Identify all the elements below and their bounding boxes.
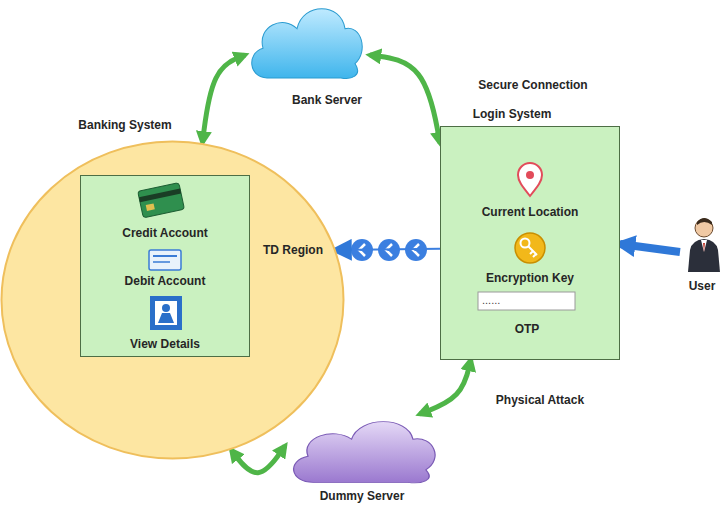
debit-card-icon	[149, 250, 181, 270]
otp-placeholder: ......	[482, 294, 500, 306]
connector-arrow	[620, 244, 680, 252]
region-ellipse: Credit AccountDebit AccountView Details T…	[0, 140, 345, 460]
node-text: Dummy Server	[320, 489, 405, 503]
node-text: OTP	[515, 322, 540, 336]
cloud-outline	[285, 414, 445, 486]
system-box: Login SystemCurrent LocationEncryption K…	[440, 106, 620, 360]
server-cloud: Bank Server	[245, 0, 370, 110]
edge-label: Physical Attack	[494, 393, 586, 407]
node-text: View Details	[130, 337, 200, 351]
node-text: Bank Server	[292, 93, 362, 107]
otp-input	[478, 292, 575, 310]
view-details-icon	[150, 296, 182, 330]
node-text: Encryption Key	[486, 271, 574, 285]
cloud-outline	[245, 0, 370, 82]
connector-arrow	[336, 249, 440, 250]
system-box: Credit AccountDebit AccountView Details	[80, 175, 250, 357]
edge-label: Banking System	[76, 118, 173, 132]
user-node: User	[680, 212, 724, 296]
node-text: TD Region	[263, 243, 323, 257]
server-cloud: Dummy Server	[285, 414, 445, 506]
node-text: Debit Account	[125, 274, 206, 288]
credit-card-icon	[138, 183, 185, 218]
connector-arrow	[370, 55, 440, 143]
node-text: Login System	[473, 107, 552, 121]
connector-arrow	[202, 55, 245, 142]
node-text: Current Location	[482, 205, 579, 219]
node-text: Credit Account	[122, 226, 208, 240]
user-icon	[688, 218, 720, 272]
key-icon	[515, 233, 545, 263]
node-text: User	[689, 279, 716, 293]
location-pin-icon	[518, 163, 542, 196]
connector-arrow	[420, 360, 471, 414]
connector-arrow	[231, 446, 285, 473]
edge-label: Secure Connection	[476, 78, 589, 92]
box-panel	[80, 175, 250, 357]
